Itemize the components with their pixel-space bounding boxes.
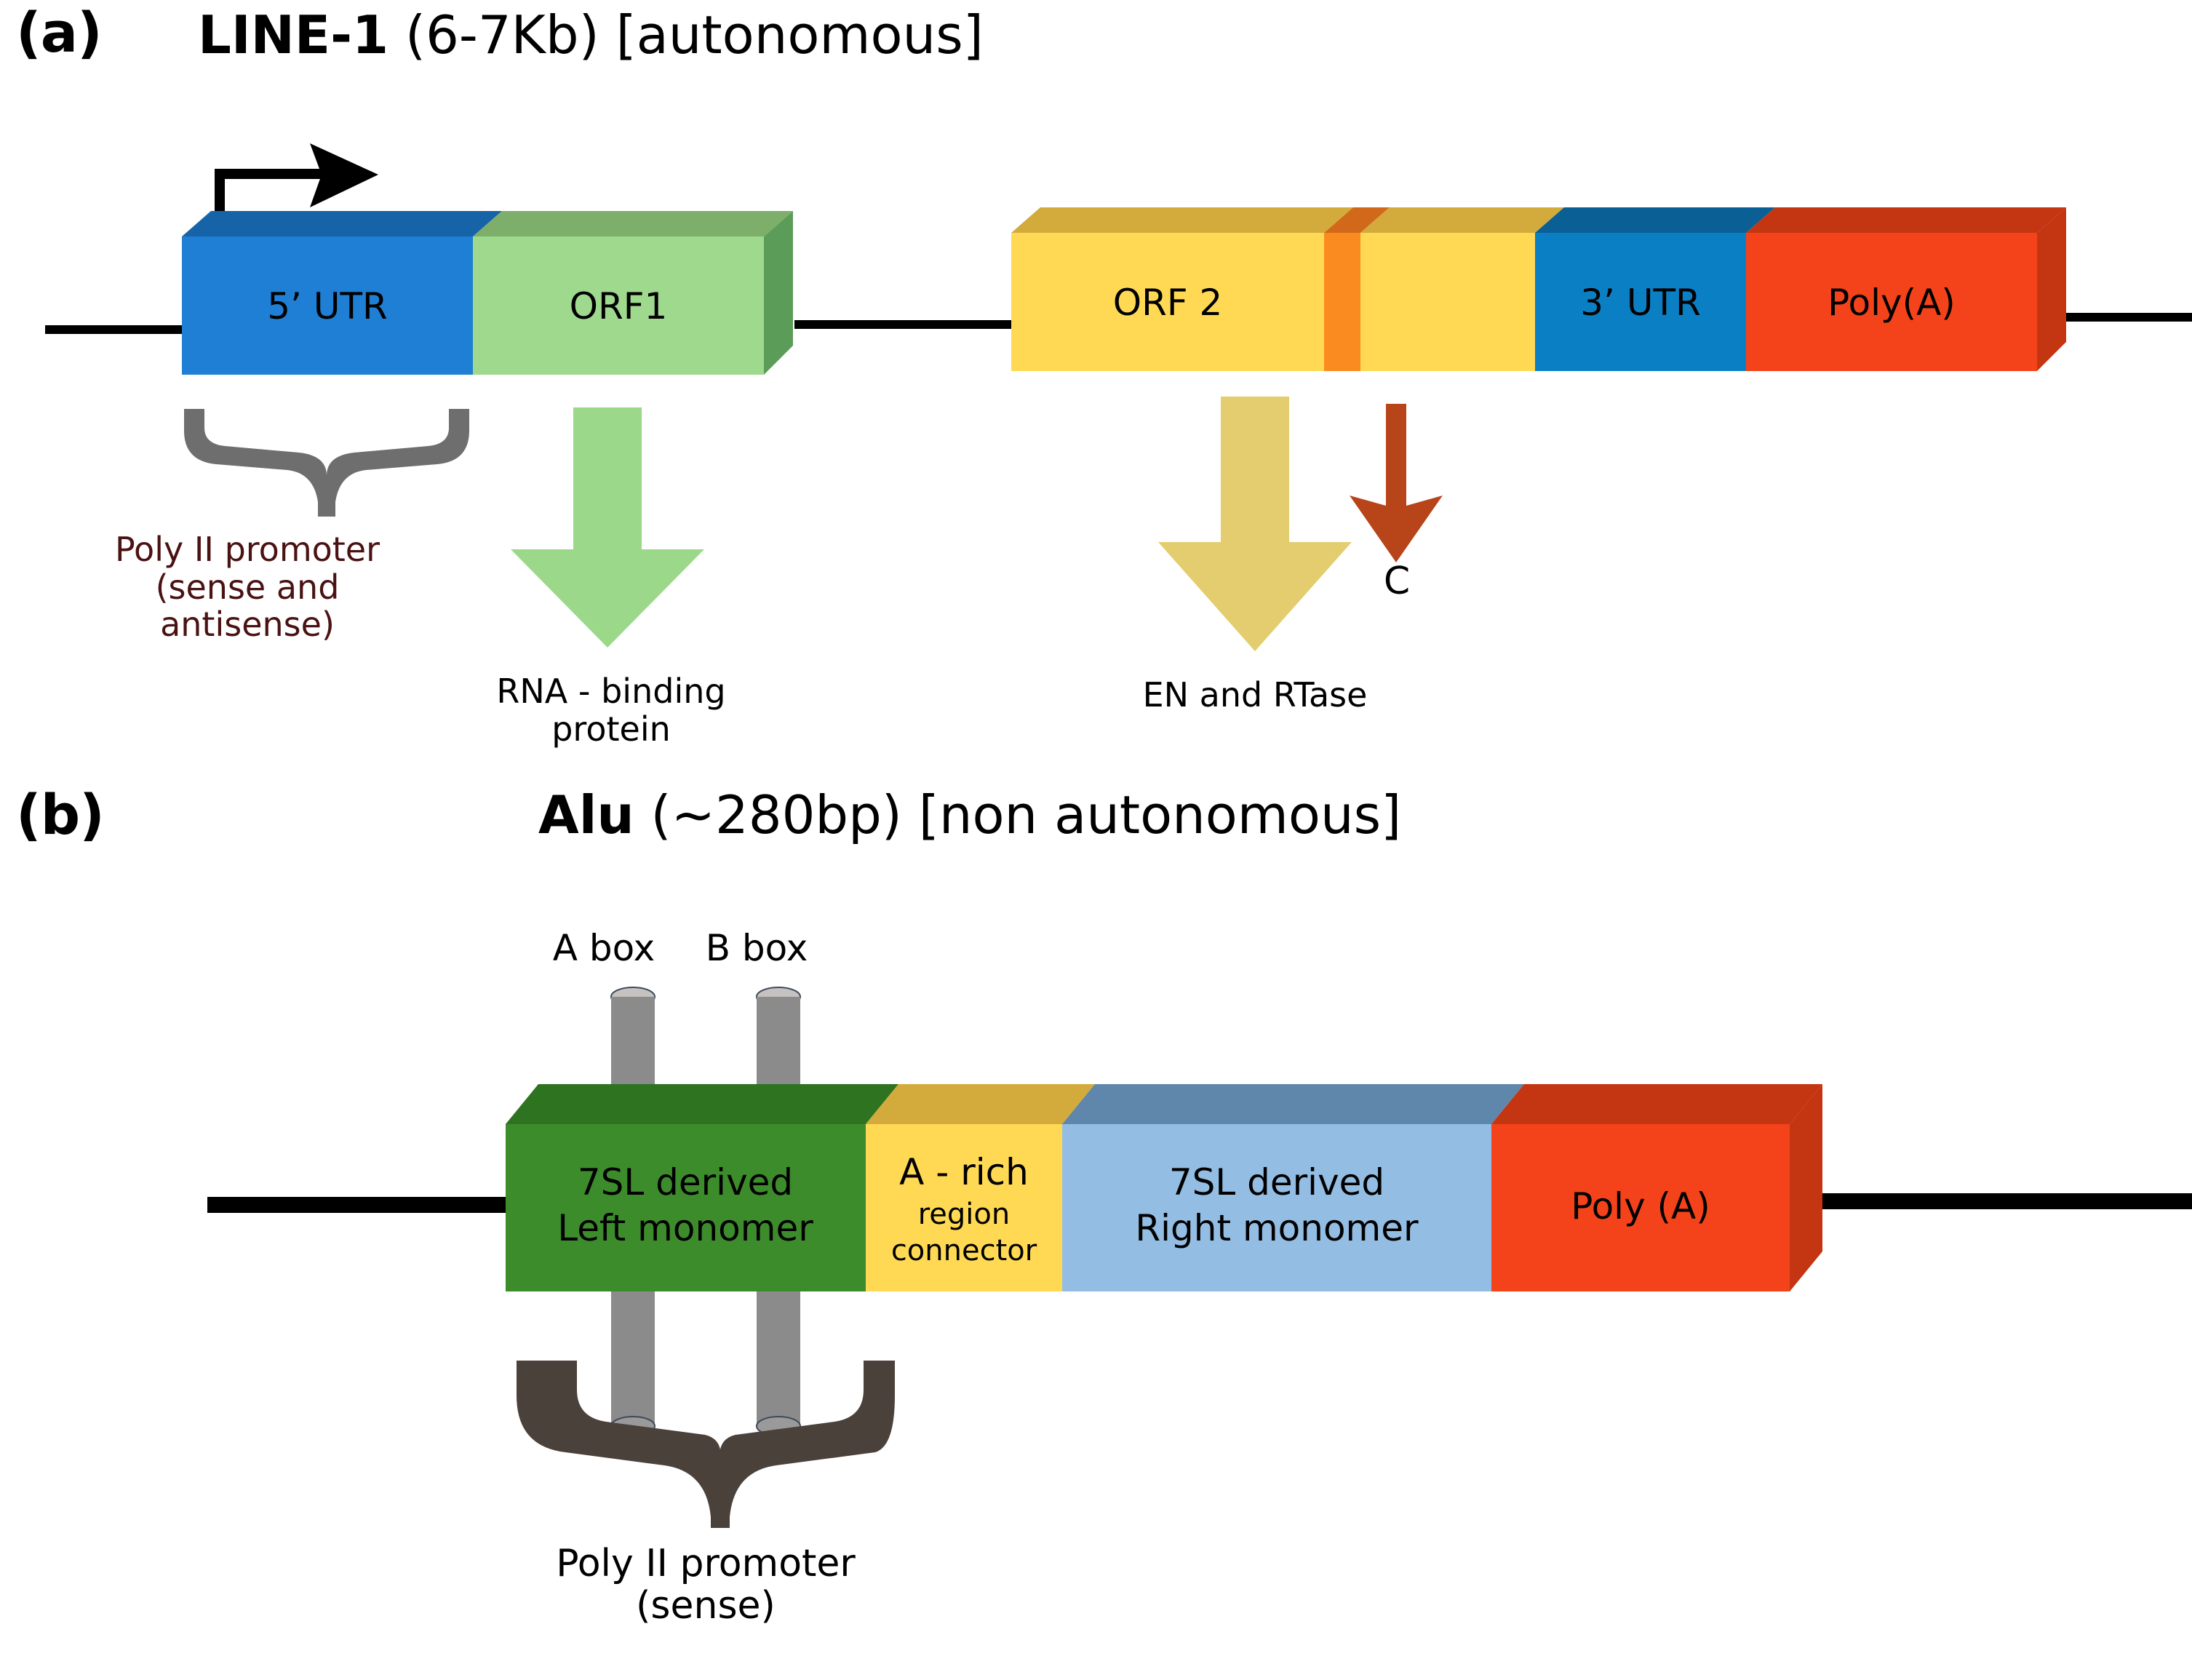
stripe-front-face xyxy=(1324,233,1360,371)
promoter-label-b-line1: Poly II promoter xyxy=(556,1542,856,1585)
segment-label-orf2: ORF 2 xyxy=(1113,282,1223,324)
dna-line-b-left xyxy=(207,1197,513,1213)
alu-block: 7SL derived Left monomer A - rich region… xyxy=(506,1084,1822,1291)
alu-polya-side-face xyxy=(1790,1084,1822,1291)
segment-label-5utr: 5’ UTR xyxy=(267,285,387,327)
stripe-top-face xyxy=(1324,207,1390,233)
3utr-top-face xyxy=(1535,207,1775,233)
orf1-product-label: RNA - binding protein xyxy=(466,672,757,749)
panel-a-tag: (a) xyxy=(16,0,103,65)
dna-line-a-right xyxy=(2066,313,2192,322)
c-label: C xyxy=(1383,560,1411,603)
5utr-top-face xyxy=(182,211,502,236)
orf1-product-label-line2: protein xyxy=(551,709,671,749)
alu-left-monomer-label-line2: Left monomer xyxy=(557,1207,813,1249)
promoter-label-a-line2: (sense and antisense) xyxy=(155,567,340,645)
panel-a-title-bold: LINE-1 xyxy=(198,4,389,65)
3utr-front-face xyxy=(1535,233,1746,371)
orf2-product-arrow-icon xyxy=(1158,397,1352,651)
panel-b-title-rest: (~280bp) [non autonomous] xyxy=(634,784,1402,845)
5utr-front-face xyxy=(182,236,473,375)
orf2-top-face xyxy=(1011,207,1353,233)
polya-side-face xyxy=(2037,207,2066,371)
orf2-tail-top-face xyxy=(1360,207,1564,233)
c-arrow-icon xyxy=(1350,404,1443,562)
panel-b-title: Alu (~280bp) [non autonomous] xyxy=(538,784,1401,845)
promoter-brace-b-icon xyxy=(517,1361,895,1528)
panel-b-title-bold: Alu xyxy=(538,784,634,845)
dna-line-a-left xyxy=(45,325,194,334)
alu-left-monomer-top-face xyxy=(506,1084,898,1124)
line1-block-right: ORF 2 3’ UTR Poly(A) xyxy=(1011,207,2066,371)
line1-block-left: 5’ UTR ORF1 xyxy=(182,211,793,375)
segment-label-polya: Poly(A) xyxy=(1828,282,1956,324)
alu-polya-top-face xyxy=(1491,1084,1822,1124)
alu-right-monomer-label-line2: Right monomer xyxy=(1135,1207,1419,1249)
dna-line-b-right xyxy=(1822,1193,2192,1209)
alu-left-monomer-front-face xyxy=(506,1124,866,1291)
alu-left-monomer-label-line1: 7SL derived xyxy=(578,1161,793,1203)
promoter-label-b: Poly II promoter (sense) xyxy=(466,1542,946,1628)
alu-right-monomer-front-face xyxy=(1062,1124,1491,1291)
promoter-label-a: Poly II promoter (sense and antisense) xyxy=(80,530,415,645)
orf1-side-face xyxy=(764,211,793,375)
polya-top-face xyxy=(1746,207,2066,233)
segment-label-3utr: 3’ UTR xyxy=(1580,282,1700,324)
alu-polya-front-face xyxy=(1491,1124,1790,1291)
b-box-label: B box xyxy=(705,927,808,969)
alu-connector-front-face xyxy=(866,1124,1062,1291)
segment-label-orf1: ORF1 xyxy=(570,285,668,327)
promoter-label-b-line2: (sense) xyxy=(636,1584,776,1628)
orf2-front-face xyxy=(1011,233,1324,371)
alu-connector-label-line1: A - rich xyxy=(899,1151,1029,1193)
alu-right-monomer-top-face xyxy=(1062,1084,1524,1124)
dna-line-a-middle xyxy=(794,320,1045,329)
panel-a-title-rest: (6-7Kb) [autonomous] xyxy=(388,4,984,65)
promoter-label-a-line1: Poly II promoter xyxy=(114,530,380,569)
orf1-product-arrow-icon xyxy=(511,407,704,648)
alu-connector-top-face xyxy=(866,1084,1095,1124)
polya-front-face xyxy=(1746,233,2037,371)
orf2-product-label: EN and RTase xyxy=(1142,675,1368,714)
alu-connector-label-line2: region xyxy=(918,1198,1011,1231)
orf1-front-face xyxy=(473,236,764,375)
orf1-top-face xyxy=(473,211,793,236)
orf1-product-label-line1: RNA - binding xyxy=(496,672,726,711)
alu-right-monomer-label-line1: 7SL derived xyxy=(1169,1161,1384,1203)
promoter-brace-a-icon xyxy=(184,409,469,517)
alu-connector-label-line3: connector xyxy=(891,1234,1037,1267)
panel-a-title: LINE-1 (6-7Kb) [autonomous] xyxy=(198,4,984,65)
panel-b-tag: (b) xyxy=(16,782,105,847)
alu-polya-label: Poly (A) xyxy=(1571,1185,1710,1227)
orf2-tail-front-face xyxy=(1360,233,1535,371)
a-box-label: A box xyxy=(552,927,655,969)
